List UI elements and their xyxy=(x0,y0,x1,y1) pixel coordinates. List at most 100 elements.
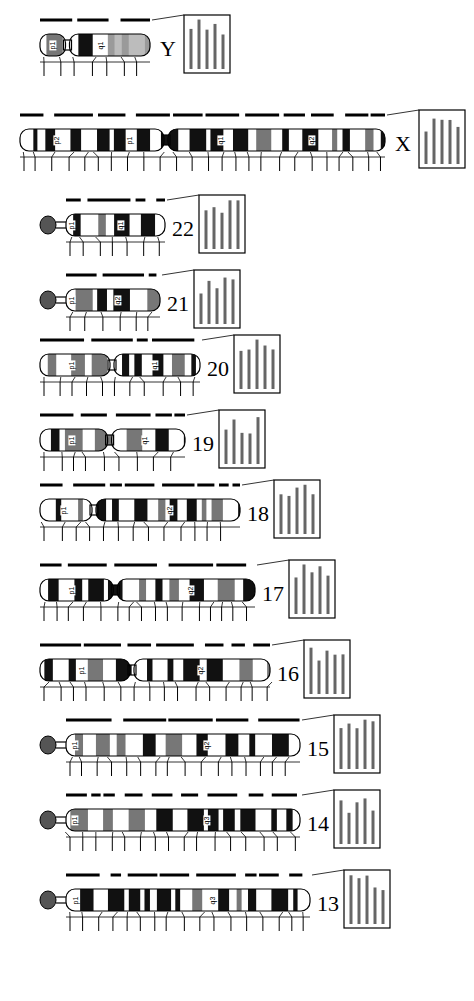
chromosome-band xyxy=(233,129,249,151)
stats-box xyxy=(234,335,280,393)
bracket-line xyxy=(121,57,124,62)
chromosome-band xyxy=(129,809,146,831)
coverage-line xyxy=(196,874,236,877)
coverage-line xyxy=(205,644,224,647)
tick-mark xyxy=(294,157,295,171)
chromosome-band xyxy=(158,499,166,521)
chromosome-band xyxy=(85,354,92,376)
coverage-line xyxy=(219,484,229,487)
stats-box xyxy=(304,640,350,698)
stats-text-mark xyxy=(319,566,322,614)
chromosome-band xyxy=(173,809,188,831)
tick-mark xyxy=(184,917,185,931)
bracket-line xyxy=(60,377,62,382)
stats-text-mark xyxy=(364,720,367,769)
chromosome-band xyxy=(208,734,226,756)
stats-text-mark xyxy=(257,417,260,464)
tick-mark xyxy=(120,317,121,331)
bracket-line xyxy=(290,832,295,837)
stats-text-mark xyxy=(272,349,275,389)
coverage-line xyxy=(103,274,144,277)
coverage-line xyxy=(181,794,198,797)
bracket-line xyxy=(111,152,112,157)
chromosome-band xyxy=(288,889,294,911)
chromosome-ideogram xyxy=(40,560,335,621)
coverage-line xyxy=(152,794,173,797)
stats-box xyxy=(334,715,380,773)
tick-mark xyxy=(155,607,156,621)
chromosome-band xyxy=(182,734,197,756)
tick-mark xyxy=(213,917,214,931)
bracket-line xyxy=(140,377,145,382)
bracket-line xyxy=(43,377,44,382)
bracket-line xyxy=(140,832,142,837)
bracket-line xyxy=(153,452,158,457)
bracket-line xyxy=(135,57,137,62)
coverage-line xyxy=(20,114,43,117)
tick-mark xyxy=(279,157,280,171)
bracket-line xyxy=(20,157,385,158)
chromosome-band xyxy=(141,214,156,236)
stats-text-mark xyxy=(206,30,209,69)
bracket-line xyxy=(40,382,200,383)
tick-mark xyxy=(70,762,71,776)
stats-text-mark xyxy=(433,119,436,164)
chromosome-band xyxy=(145,809,157,831)
tick-mark xyxy=(111,762,112,776)
tick-mark xyxy=(127,917,128,931)
coverage-line xyxy=(245,114,279,117)
chromosome-band xyxy=(97,289,107,311)
chromosome-number: 21 xyxy=(167,293,189,315)
stats-box xyxy=(344,870,390,928)
tick-mark xyxy=(160,157,161,171)
chromosome-band xyxy=(88,579,104,601)
chromosome-band xyxy=(206,499,212,521)
bracket-line xyxy=(260,152,261,157)
tick-mark xyxy=(95,837,96,851)
chromosome-ideogram xyxy=(20,110,465,171)
bracket-line xyxy=(69,912,70,917)
stats-text-mark xyxy=(334,655,337,694)
bracket-line xyxy=(210,602,213,607)
stats-text-mark xyxy=(224,278,227,324)
chromosome-band xyxy=(48,579,59,601)
tick-mark xyxy=(218,762,219,776)
chromosome-band xyxy=(106,499,112,521)
tick-mark xyxy=(74,62,75,76)
chromosome-band xyxy=(157,889,172,911)
stats-text-mark xyxy=(256,340,259,389)
chromosome-band xyxy=(117,734,126,756)
chromosome-band xyxy=(40,34,47,56)
band-label: p1 xyxy=(72,740,79,750)
chromosome-band xyxy=(235,579,244,601)
bracket-line xyxy=(96,237,101,242)
tick-mark xyxy=(260,762,261,776)
chromosome-band xyxy=(337,129,343,151)
tick-mark xyxy=(140,917,141,931)
bracket-line xyxy=(70,312,73,317)
coverage-line xyxy=(81,414,107,417)
chromosome-band xyxy=(282,129,289,151)
bracket-line xyxy=(103,452,105,457)
chromosome-band xyxy=(302,129,319,151)
tick-mark xyxy=(82,837,83,851)
tick-mark xyxy=(112,917,113,931)
bracket-line xyxy=(41,522,44,527)
bracket-line xyxy=(115,452,119,457)
chromosome-outline xyxy=(90,505,98,515)
chromosome-band xyxy=(253,659,268,681)
band-label: p1 xyxy=(72,895,79,905)
coverage-line xyxy=(66,274,97,277)
bracket-line xyxy=(60,57,61,62)
bracket-line xyxy=(163,682,165,687)
band-label: q1 xyxy=(141,435,148,445)
tick-mark xyxy=(167,607,168,621)
tick-mark xyxy=(129,607,130,621)
coverage-line xyxy=(156,199,165,202)
bracket-line xyxy=(66,242,165,243)
chromosome-band xyxy=(122,354,130,376)
bracket-line xyxy=(85,312,87,317)
tick-mark xyxy=(44,457,45,471)
chromosome-band xyxy=(107,289,114,311)
chromosome-band xyxy=(365,129,374,151)
